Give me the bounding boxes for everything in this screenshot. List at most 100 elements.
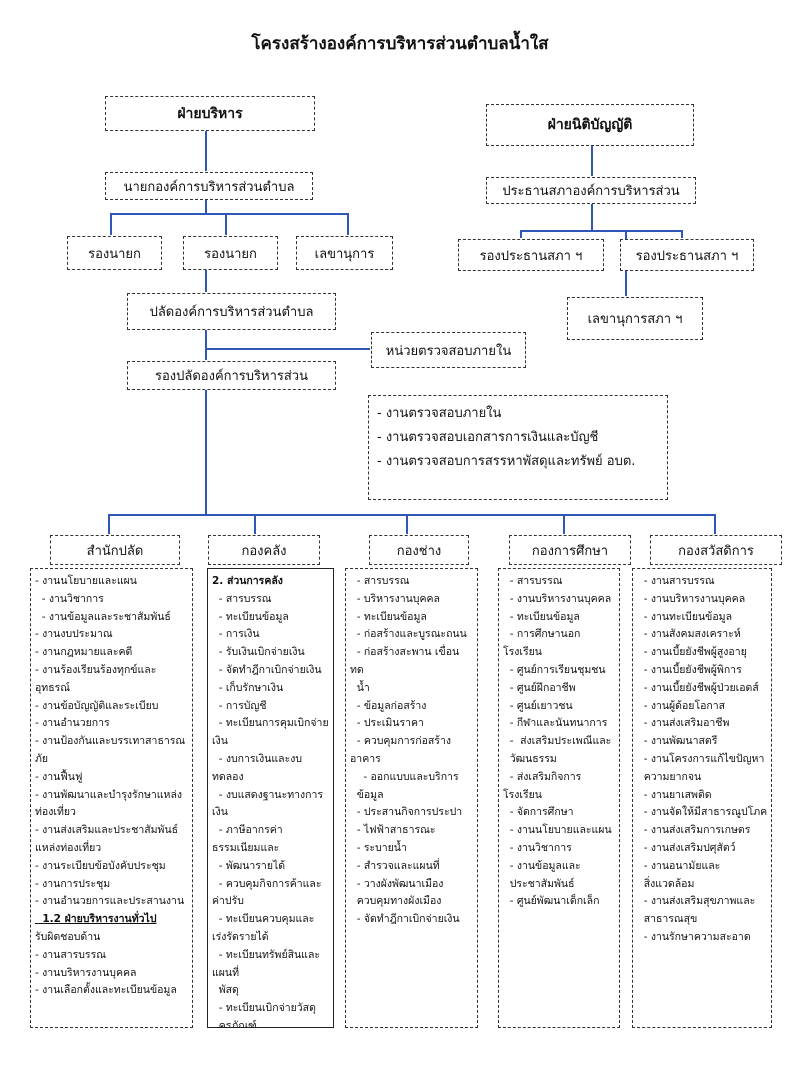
task-item: 1.2 ฝ่ายบริหารงานทั่วไป (35, 913, 157, 926)
task-item: - งานข้อบัญญัติและระเบียบ (35, 699, 159, 712)
task-item: - งานนโยบายและแผน (35, 575, 137, 587)
task-item: - งานส่งเสริมสุขภาพและ (637, 895, 756, 908)
task-item: พัสดุ (212, 984, 239, 997)
task-item: - จัดทำฎีกาเบิกจ่ายเงิน (212, 663, 322, 676)
task-item: - งานจัดให้มีสาธารณูปโภค (637, 806, 768, 819)
task-item: - จัดทำฎีกาเบิกจ่ายเงิน (350, 913, 460, 926)
task-item: - การบัญชี (212, 699, 267, 712)
task-item: - ศูนย์เยาวชน (503, 699, 573, 712)
task-item: สิ่งแวดล้อม (637, 877, 695, 890)
task-item: - พัฒนารายได้ (212, 859, 286, 872)
task-item: - งานกฎหมายและคดี (35, 646, 133, 659)
deputy-chief-administrator-box: รองปลัดองค์การบริหารส่วน (127, 361, 336, 390)
task-item: - ทะเบียนข้อมูล (212, 610, 289, 623)
task-item: น้ำ (350, 681, 370, 694)
task-item: - สำรวจและแผนที่ (350, 859, 440, 872)
task-item: - สารบรรณ (350, 575, 410, 587)
task-item: - งานเบี้ยยังชีพผู้สูงอายุ (637, 646, 747, 659)
task-item: - ประเมินราคา (350, 717, 424, 730)
task-item: อุทธรณ์ (35, 681, 71, 694)
task-item: ท่องเที่ยว (35, 806, 76, 819)
task-item: - ควบคุมการก่อสร้างอาคาร (350, 735, 451, 765)
task-item: - ศูนย์พัฒนาเด็กเล็ก (503, 895, 600, 908)
dept-welfare-tasks: - งานสารบรรณ - งานบริหารงานบุคคล - งานทะ… (632, 568, 772, 1028)
connector (254, 514, 256, 534)
task-item: - งานสารบรรณ (637, 575, 715, 587)
dept-education: กองการศึกษา (509, 535, 631, 565)
task-item: ประชาสัมพันธ์ (503, 877, 575, 890)
deputy-mayor-box-2: รองนายก (183, 236, 278, 270)
task-item: - งานบริหารงานบุคคล (35, 966, 137, 979)
task-item: - ทะเบียนข้อมูล (350, 610, 427, 623)
task-item: - การศึกษานอกโรงเรียน (503, 628, 581, 659)
task-item: - งานยาเสพติด (637, 788, 712, 801)
task-item: - ควบคุมกิจการค้าและค่าปรับ (212, 877, 322, 908)
connector (591, 204, 593, 230)
connector (205, 200, 207, 214)
connector (108, 514, 716, 516)
connector (205, 330, 207, 360)
dept-welfare: กองสวัสดิการ (650, 535, 782, 565)
task-item: - ก่อสร้างและบูรณะถนน (350, 628, 467, 641)
executive-heading: ฝ่ายบริหาร (105, 96, 315, 131)
audit-task: - งานตรวจสอบการสรรหาพัสดุและทรัพย์ อบต. (377, 454, 636, 469)
task-item: - งานระเบียบข้อบังคับประชุม (35, 859, 166, 872)
task-item: - งานป้องกันและบรรเทาสาธารณ (35, 735, 186, 748)
task-item: - งานสังคมสงเคราะห์ (637, 628, 741, 641)
secretary-box: เลขานุการ (296, 236, 393, 270)
task-item: - งานบริหารงานบุคคล (637, 592, 746, 605)
task-item: - กีฬาและนันทนาการ (503, 717, 608, 730)
connector (347, 213, 349, 235)
connector (591, 146, 593, 176)
connector (714, 514, 716, 534)
task-item: 2. ส่วนการคลัง (212, 575, 283, 587)
task-item: - งานการประชุม (35, 877, 111, 890)
task-item: - งานทะเบียนข้อมูล (637, 610, 732, 623)
connector (406, 514, 408, 534)
task-item: - งบแสดงฐานะทางการเงิน (212, 788, 324, 819)
dept-finance: กองคลัง (208, 535, 320, 565)
task-item: - งานข้อมูลและระชาสัมพันธ์ (35, 610, 171, 623)
task-item: - สารบรรณ (503, 575, 563, 587)
council-vice-president-box-2: รองประธานสภา ฯ (620, 239, 754, 271)
task-item: - ออกแบบและบริการ (350, 770, 459, 783)
task-item: - บริหารงานบุคคล (350, 592, 440, 605)
audit-task: - งานตรวจสอบเอกสารการเงินและบัญชี (377, 430, 599, 445)
task-item: - งานข้อมูลและ (503, 859, 581, 872)
dept-engineering: กองช่าง (369, 535, 469, 565)
task-item: - งานส่งเสริมปศุสัตว์ (637, 841, 736, 854)
connector (110, 213, 349, 215)
task-item: - จัดการศึกษา (503, 806, 574, 819)
task-item: แหล่งท่องเที่ยว (35, 841, 102, 854)
connector (681, 230, 683, 238)
connector (563, 514, 565, 534)
connector (205, 390, 207, 514)
task-item: - งานวิชาการ (503, 841, 572, 854)
task-item: - ศูนย์ฝึกอาชีพ (503, 681, 576, 694)
task-item: - งานอนามัยและ (637, 859, 721, 872)
task-item: ครุภัณฑ์ (212, 1019, 257, 1028)
task-item: ข้อมูล (350, 788, 384, 801)
connector (205, 270, 207, 292)
dept-office-of-chief: สำนักปลัด (50, 535, 180, 565)
task-item: - ประสานกิจการประปา (350, 806, 463, 819)
task-item: วัฒนธรรม (503, 752, 557, 765)
task-item: - สารบรรณ (212, 592, 272, 605)
internal-audit-unit-box: หน่วยตรวจสอบภายใน (371, 332, 526, 368)
connector (205, 348, 370, 350)
task-item: - ส่งเสริมประเพณีและ (503, 735, 612, 748)
task-item: - งานส่งเสริมและประชาสัมพันธ์ (35, 824, 179, 837)
council-secretary-box: เลขานุการสภา ฯ (567, 297, 703, 340)
task-item: - งานเบี้ยยังชีพผู้พิการ (637, 663, 742, 676)
task-item: - ทะเบียนการคุมเบิกจ่ายเงิน (212, 717, 329, 748)
task-item: - การเงิน (212, 628, 260, 641)
task-item: - งานนโยบายและแผน (503, 824, 612, 837)
task-item: - งานพัฒนาและบำรุงรักษาแหล่ง (35, 788, 183, 801)
dept-finance-tasks: 2. ส่วนการคลัง - สารบรรณ - ทะเบียนข้อมูล… (207, 568, 334, 1028)
task-item: - งานรักษาความสะอาด (637, 930, 751, 943)
task-item: - งานงบประมาณ (35, 628, 113, 641)
task-item: - งานเลือกตั้งและทะเบียนข้อมูล (35, 984, 177, 997)
task-item: - งานส่งเสริมอาชีพ (637, 717, 730, 730)
task-item: - งานวิชาการ (35, 592, 104, 605)
task-item: - ทะเบียนข้อมูล (503, 610, 580, 623)
